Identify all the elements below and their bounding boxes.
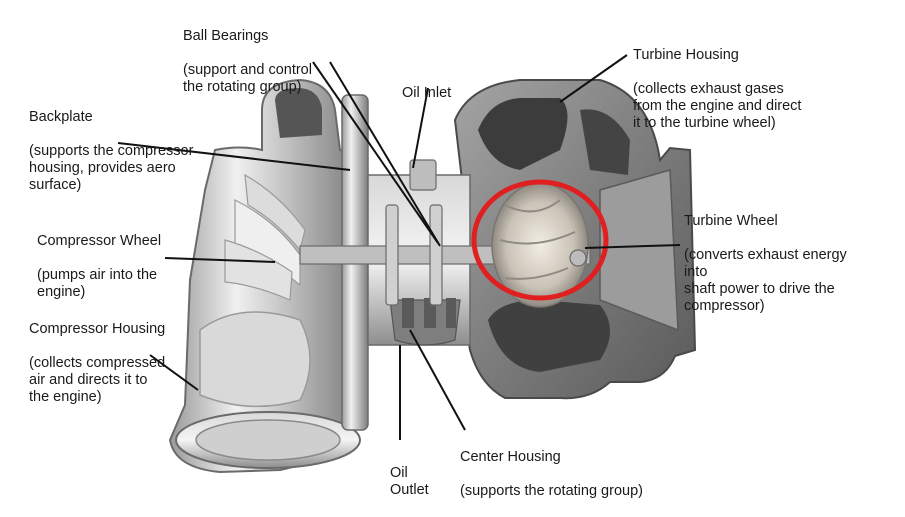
leader-ball-bearings-2 [329, 61, 441, 247]
label-turbine-housing-title: Turbine Housing [633, 47, 739, 63]
leader-center-housing [409, 329, 466, 431]
label-ball-bearings-title: Ball Bearings [183, 28, 269, 44]
label-center-housing-desc: (supports the rotating group) [460, 483, 643, 499]
turbocharger-diagram: Ball Bearings (support and control the r… [29, 11, 847, 499]
label-compressor-housing-desc: (collects compressed air and directs it … [29, 355, 166, 405]
label-turbine-wheel: Turbine Wheel (converts exhaust energy i… [684, 196, 847, 332]
label-compressor-wheel-desc: (pumps air into the engine) [37, 267, 158, 300]
leader-turbine-wheel [584, 244, 681, 249]
leader-compressor-wheel [164, 257, 276, 263]
label-oil-inlet-title: Oil Inlet [402, 85, 452, 101]
label-ball-bearings-desc: (support and control the rotating group) [183, 62, 312, 95]
label-compressor-housing-title: Compressor Housing [29, 321, 166, 337]
leader-compressor-housing [149, 354, 199, 391]
label-center-housing-title: Center Housing [460, 449, 561, 465]
label-turbine-housing: Turbine Housing (collects exhaust gases … [633, 30, 801, 149]
label-turbine-housing-desc: (collects exhaust gases from the engine … [633, 81, 802, 131]
label-oil-inlet: Oil Inlet [402, 68, 451, 119]
turbine-wheel-shape [491, 182, 589, 308]
label-center-housing: Center Housing (supports the rotating gr… [460, 432, 643, 517]
leader-lines [117, 54, 681, 440]
leader-turbine-housing [559, 54, 628, 103]
label-backplate-title: Backplate [29, 109, 93, 125]
label-backplate: Backplate (supports the compressor housi… [29, 92, 193, 211]
label-turbine-wheel-desc: (converts exhaust energy into shaft powe… [684, 247, 847, 314]
turbocharger-illustration [117, 54, 697, 474]
label-turbine-wheel-title: Turbine Wheel [684, 213, 778, 229]
label-oil-outlet-title: Oil Outlet [390, 465, 429, 498]
label-compressor-wheel-title: Compressor Wheel [37, 233, 162, 249]
label-backplate-desc: (supports the compressor housing, provid… [29, 143, 194, 193]
leader-backplate [117, 142, 351, 171]
leader-ball-bearings [312, 61, 439, 244]
label-compressor-wheel: Compressor Wheel (pumps air into the eng… [37, 216, 161, 318]
compressor-housing-shape [168, 78, 361, 474]
label-compressor-housing: Compressor Housing (collects compressed … [29, 304, 165, 423]
turbine-wheel-highlight-ring [471, 179, 609, 301]
leader-oil-inlet [412, 87, 429, 169]
label-oil-outlet: Oil Outlet [390, 448, 429, 516]
label-ball-bearings: Ball Bearings (support and control the r… [183, 11, 312, 113]
